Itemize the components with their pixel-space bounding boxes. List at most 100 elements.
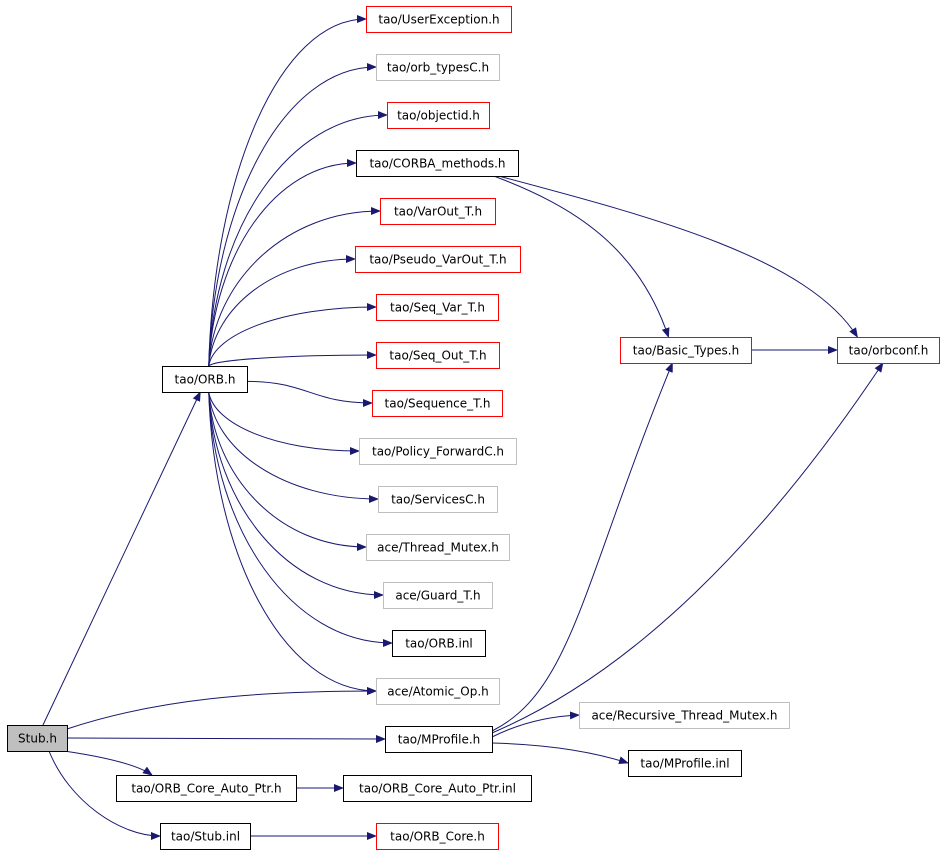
node-servicesc[interactable]: tao/ServicesC.h [378,486,498,513]
node-label: ace/Thread_Mutex.h [377,541,499,555]
edge-orb_h-to-thread_mutex [208,391,367,551]
node-label: tao/MProfile.inl [640,757,729,771]
node-box [162,366,248,393]
node-atomic-op[interactable]: ace/Atomic_Op.h [376,678,500,705]
edge-mprofile_h-to-mprofile_inl [491,742,629,765]
node-guard-t[interactable]: ace/Guard_T.h [383,582,493,609]
node-orb-h[interactable]: tao/ORB.h [162,366,248,393]
edge-orb_h-to-servicesc [208,391,379,503]
node-stub-inl[interactable]: tao/Stub.inl [160,823,251,850]
node-box [366,534,510,561]
node-box [376,823,499,850]
edge-orb_h-to-objectid [208,111,388,367]
edge-orb_h-to-orb_inl [208,391,393,647]
node-box [620,337,752,364]
node-box [837,337,940,364]
edge-stub_h-to-orb_core_auto_ptr_h [63,750,153,776]
edge-orb_h-to-pseudo_varout_t [208,255,356,367]
edge-stub_h-to-mprofile_h [66,734,386,743]
edge-orb_h-to-corba_methods [208,159,357,367]
node-stub-h[interactable]: Stub.h [7,725,68,752]
node-label: tao/UserException.h [378,13,499,27]
node-seq-out-t[interactable]: tao/Seq_Out_T.h [376,342,500,369]
edge-orb_h-to-sequence_t [246,380,373,407]
node-box [372,390,503,417]
node-box [355,246,521,273]
edges-layer [42,15,884,840]
node-box [376,342,500,369]
node-label: ace/Atomic_Op.h [387,685,489,699]
node-box [7,725,68,752]
node-label: Stub.h [18,732,57,746]
edge-orb_h-to-seq_out_t [208,351,377,367]
node-mprofile-inl[interactable]: tao/MProfile.inl [628,750,742,777]
node-label: tao/Seq_Var_T.h [390,301,485,315]
node-orb-core-h[interactable]: tao/ORB_Core.h [376,823,499,850]
edge-orb_h-to-guard_t [208,391,384,599]
edge-corba_methods-to-basic_types [493,175,670,338]
edge-mprofile_h-to-basic_types [491,362,673,732]
edge-stub_h-to-orb_h [42,391,201,726]
edge-orb_h-to-seq_var_t [208,303,377,367]
node-objectid[interactable]: tao/objectid.h [387,102,490,129]
node-box [359,438,517,465]
edge-orb_h-to-policy_forwardc [208,391,360,455]
nodes-layer: Stub.h tao/ORB.h tao/UserException.h tao/or… [7,6,940,850]
node-label: tao/ORB_Core_Auto_Ptr.inl [359,782,516,796]
node-label: tao/ORB_Core_Auto_Ptr.h [131,782,281,796]
node-label: tao/Stub.inl [171,830,240,844]
node-box [387,102,490,129]
edge-orb_h-to-orb_typesc [208,63,377,367]
node-policy-forwardc[interactable]: tao/Policy_ForwardC.h [359,438,517,465]
edge-stub_h-to-stub_inl [48,750,161,840]
node-box [356,150,519,177]
node-recursive-thread-mutex[interactable]: ace/Recursive_Thread_Mutex.h [579,702,790,729]
node-label: tao/Policy_ForwardC.h [372,445,504,459]
node-orb-core-auto-ptr-inl[interactable]: tao/ORB_Core_Auto_Ptr.inl [343,775,532,802]
node-label: tao/Sequence_T.h [385,397,491,411]
node-user-exception[interactable]: tao/UserException.h [366,6,512,33]
node-label: tao/objectid.h [397,109,480,123]
node-seq-var-t[interactable]: tao/Seq_Var_T.h [376,294,499,321]
node-box [378,486,498,513]
node-thread-mutex[interactable]: ace/Thread_Mutex.h [366,534,510,561]
node-orb-inl[interactable]: tao/ORB.inl [392,630,486,657]
edge-mprofile_h-to-orbconf [491,362,884,734]
node-box [392,630,486,657]
node-box [160,823,251,850]
node-box [380,198,496,225]
node-sequence-t[interactable]: tao/Sequence_T.h [372,390,503,417]
node-basic-types[interactable]: tao/Basic_Types.h [620,337,752,364]
node-box [376,54,500,81]
node-box [628,750,742,777]
node-label: tao/orbconf.h [849,344,929,358]
node-orb-typesc[interactable]: tao/orb_typesC.h [376,54,500,81]
edge-orb_h-to-varout_t [208,207,381,367]
node-orb-core-auto-ptr-h[interactable]: tao/ORB_Core_Auto_Ptr.h [116,775,297,802]
node-label: tao/VarOut_T.h [394,205,482,219]
node-box [376,294,499,321]
node-box [366,6,512,33]
node-box [376,678,500,705]
node-corba-methods[interactable]: tao/CORBA_methods.h [356,150,519,177]
node-pseudo-varout-t[interactable]: tao/Pseudo_VarOut_T.h [355,246,521,273]
node-label: ace/Guard_T.h [395,589,480,603]
edge-orb_h-to-atomic_op [208,391,377,695]
node-box [343,775,532,802]
node-label: tao/Basic_Types.h [633,344,739,358]
node-label: ace/Recursive_Thread_Mutex.h [591,709,777,723]
node-varout-t[interactable]: tao/VarOut_T.h [380,198,496,225]
node-mprofile-h[interactable]: tao/MProfile.h [385,726,493,753]
node-label: tao/ORB.h [175,373,236,387]
node-label: tao/ORB_Core.h [390,830,485,844]
node-box [116,775,297,802]
edge-corba_methods-to-orbconf [498,175,858,338]
node-label: tao/MProfile.h [398,733,481,747]
node-label: tao/CORBA_methods.h [369,157,505,171]
edge-stub_h-to-atomic_op [66,687,377,730]
node-label: tao/ORB.inl [405,637,473,651]
node-orbconf[interactable]: tao/orbconf.h [837,337,940,364]
node-label: tao/Pseudo_VarOut_T.h [369,253,506,267]
node-label: tao/orb_typesC.h [387,61,489,75]
edge-mprofile_h-to-recursive_thread_mutex [491,711,580,738]
